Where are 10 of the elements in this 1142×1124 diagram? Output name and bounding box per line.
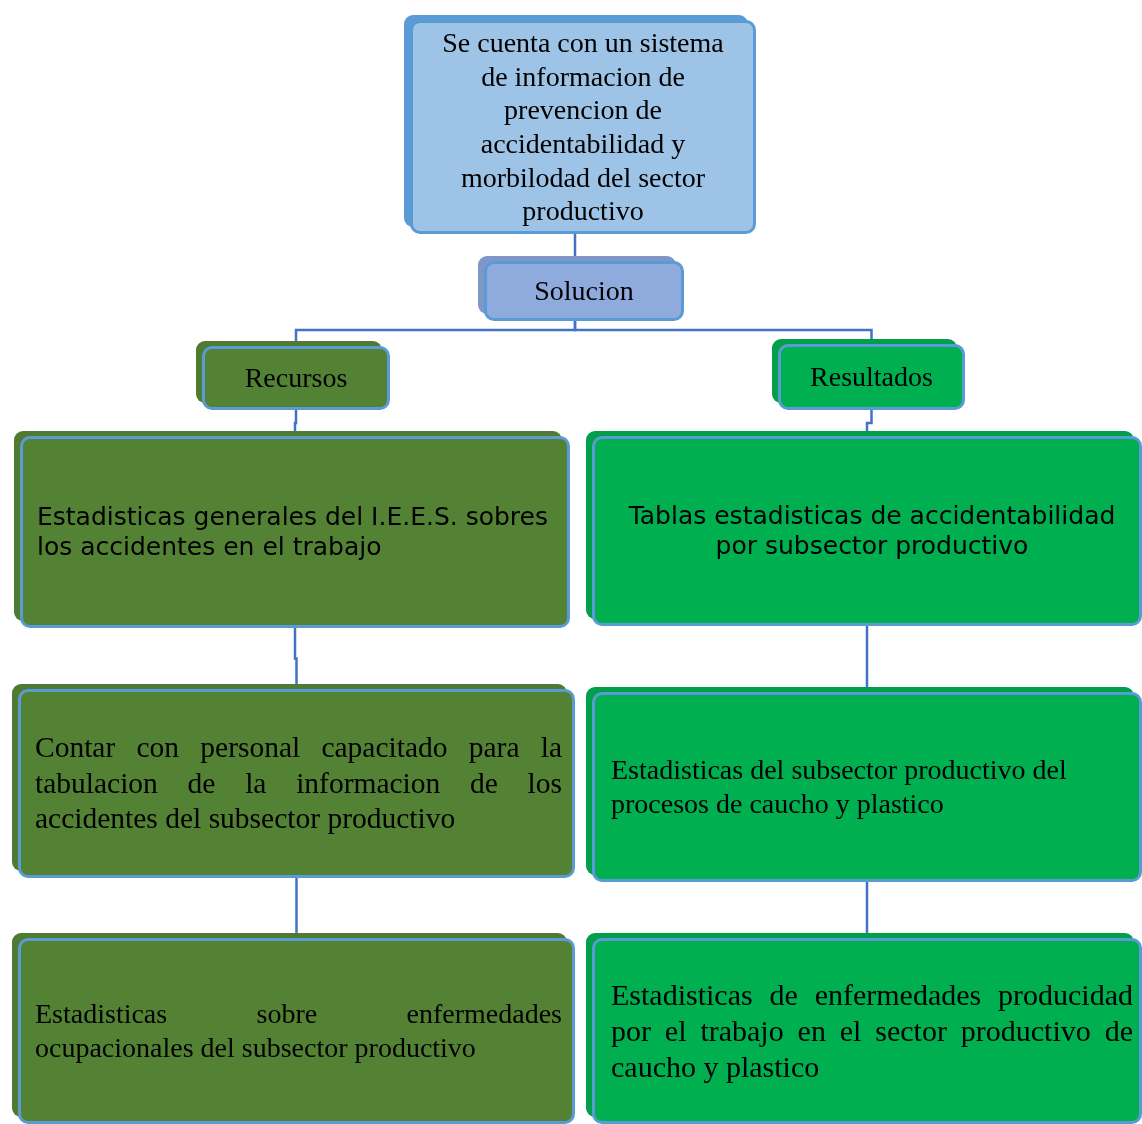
node-text: Solucion: [533, 274, 635, 308]
node-text: Estadisticas del subsector productivo del procesos de caucho y plastico: [611, 753, 1068, 821]
node-text: Se cuenta con un sistema de informacion de prevencion de accidentabilidad y morbilodad del sector productivo: [441, 26, 725, 228]
node-text: Estadisticas generales del I.E.E.S. sobres los accidentes en el trabajo: [37, 502, 549, 562]
node-text: Estadisticas sobre enfermedades ocupacionales del subsector productivo: [35, 997, 562, 1065]
node-text: Estadisticas de enfermedades producidad por el trabajo en el sector productivo de caucho y plastico: [611, 977, 1133, 1085]
node-text: Contar con personal capacitado para la tabulacion de la informacion de los accidentes del subsector productivo: [35, 730, 562, 837]
node-text: Resultados: [809, 360, 934, 394]
node-text: Tablas estadisticas de accidentabilidad por subsector productivo: [627, 501, 1117, 561]
node-text: Recursos: [243, 361, 349, 395]
